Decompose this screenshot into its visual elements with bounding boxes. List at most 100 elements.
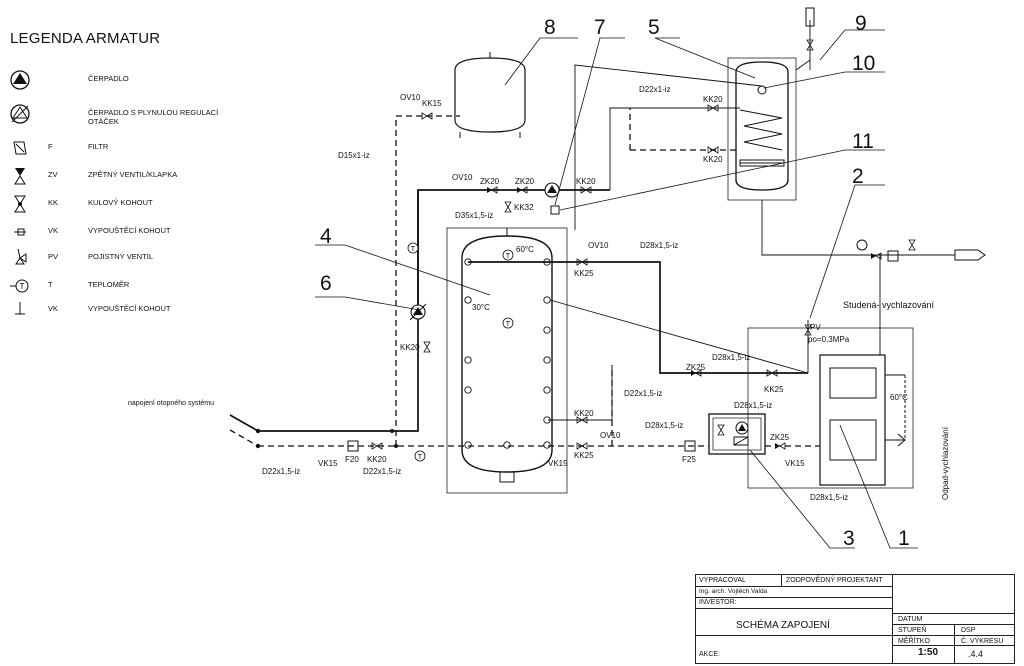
investor-label: INVESTOR: [699,599,737,606]
pump-icon [10,70,30,90]
legend-row-safety-valve: PV POJISTNÝ VENTIL [8,246,238,268]
svg-text:60°C: 60°C [890,393,908,402]
svg-text:KK15: KK15 [422,99,442,108]
pump-group [708,413,766,455]
legend-row-filter: F FILTR [8,136,238,158]
legend-row-variable-pump: ČERPADLO S PLYNULOU REGULACÍ OTÁČEK [8,102,238,126]
return-pipes [229,108,820,447]
legend-row-drain-tap: VK VYPOUŠTĚCÍ KOHOUT [8,298,238,320]
svg-text:D28x1,5-iz: D28x1,5-iz [734,401,772,410]
callout-10: 10 [852,52,875,75]
legend-row-check-valve: ZV ZPĚTNÝ VENTIL/KLAPKA [8,164,238,186]
sheet: .4.4 [968,649,984,659]
svg-text:D22x1,5-iz: D22x1,5-iz [262,467,300,476]
callout-1: 1 [898,527,910,550]
svg-text:D28x1,5-iz: D28x1,5-iz [645,421,683,430]
svg-text:ZK25: ZK25 [686,363,706,372]
callout-3: 3 [843,527,855,550]
svg-text:KK20: KK20 [576,177,596,186]
legend-row-thermometer: T T TEPLOMĚR [8,274,238,296]
svg-text:KK25: KK25 [574,451,594,460]
svg-text:D28x1,5-iz: D28x1,5-iz [810,493,848,502]
callout-5: 5 [648,16,660,39]
thermometer-icon: T [10,279,29,293]
svg-text:OV10: OV10 [600,431,621,440]
callout-7: 7 [594,16,606,39]
legend-row-ball-valve: KK KULOVÝ KOHOUT [8,192,238,214]
drawn-by: Ing. arch. Vojtěch Valda [699,588,768,595]
svg-text:T: T [20,282,25,291]
svg-text:D15x1-iz: D15x1-iz [338,151,370,160]
svg-text:Studená- vychlazování: Studená- vychlazování [843,300,935,310]
svg-text:60°C: 60°C [516,245,534,254]
svg-text:napojení otopného systému: napojení otopného systému [128,400,214,407]
drain-tap-icon [15,302,25,315]
svg-text:KK20: KK20 [703,95,723,104]
svg-text:KK20: KK20 [400,343,420,352]
svg-text:po=0,3MPa: po=0,3MPa [808,335,850,344]
svg-text:D35x1,5-iz: D35x1,5-iz [455,211,493,220]
svg-text:D22x1,5-iz: D22x1,5-iz [363,467,401,476]
drain-valve-icon [14,228,26,236]
svg-text:D28x1,5-iz: D28x1,5-iz [712,353,750,362]
sheet-label: Č. VÝKRESU [961,638,1004,645]
svg-text:Odpad-vychlazování: Odpad-vychlazování [941,426,950,500]
legend-title: LEGENDA ARMATUR [10,30,161,47]
svg-text:ZK20: ZK20 [515,177,535,186]
svg-text:KK20: KK20 [703,155,723,164]
svg-text:ZK25: ZK25 [770,433,790,442]
callout-numbers: 8 7 5 9 10 11 2 4 6 3 1 [320,12,910,550]
svg-text:ZK20: ZK20 [480,177,500,186]
scale: 1:50 [918,647,939,658]
title-block: VYPRACOVAL ZODPOVĚDNÝ PROJEKTANT Ing. ar… [695,574,1015,664]
svg-text:VK15: VK15 [785,459,805,468]
svg-text:F25: F25 [682,455,696,464]
safety-valve-icon [15,248,27,265]
filter-icon [13,141,27,155]
svg-text:D28x1,5-iz: D28x1,5-iz [640,241,678,250]
svg-text:PV: PV [810,323,821,332]
buffer-tank [446,227,568,494]
svg-text:KK20: KK20 [574,409,594,418]
svg-text:30°C: 30°C [472,303,490,312]
svg-text:D22x1-iz: D22x1-iz [639,85,671,94]
stage-label: STUPEŇ [898,627,927,634]
svg-text:KK32: KK32 [514,203,534,212]
svg-text:OV10: OV10 [452,173,473,182]
callout-9: 9 [855,12,867,35]
hot-water-tank [727,57,797,201]
supply-pipes [229,189,808,432]
pipe-labels: OV10 KK15 D15x1-iz OV10 ZK20 ZK20 KK20 K… [128,85,950,502]
svg-text:F20: F20 [345,455,359,464]
svg-text:OV10: OV10 [588,241,609,250]
callout-leaders [315,29,918,549]
callout-4: 4 [320,225,332,248]
legend: LEGENDA ARMATUR ČERPADLO ČERPADLO S PLYN… [8,30,238,330]
boiler [747,327,914,489]
callout-6: 6 [320,272,332,295]
scale-label: MĚŘÍTKO [898,638,930,645]
svg-text:OV10: OV10 [400,93,421,102]
thin-pipes [548,20,985,421]
callout-2: 2 [852,165,864,188]
drawn-by-label: VYPRACOVAL [699,577,746,584]
svg-text:VK15: VK15 [548,459,568,468]
expansion-vessel [454,52,526,138]
stage: DSP [961,627,976,634]
responsible-label: ZODPOVĚDNÝ PROJEKTANT [786,577,883,584]
drawing-title: SCHÉMA ZAPOJENÍ [736,620,830,631]
svg-text:KK20: KK20 [367,455,387,464]
ball-valve-icon [14,195,26,213]
variable-speed-pump-icon [10,104,30,124]
check-valve-icon [14,168,26,185]
callout-8: 8 [544,16,556,39]
svg-text:VK15: VK15 [318,459,338,468]
legend-row-drain-valve: VK VYPOUŠTĚCÍ KOHOUT [8,220,238,242]
callout-11: 11 [852,130,874,153]
legend-row-pump: ČERPADLO [8,68,238,90]
action-label: AKCE: [699,651,721,658]
svg-text:D22x1,5-iz: D22x1,5-iz [624,389,662,398]
svg-text:KK25: KK25 [764,385,784,394]
date-label: DATUM [898,616,923,623]
